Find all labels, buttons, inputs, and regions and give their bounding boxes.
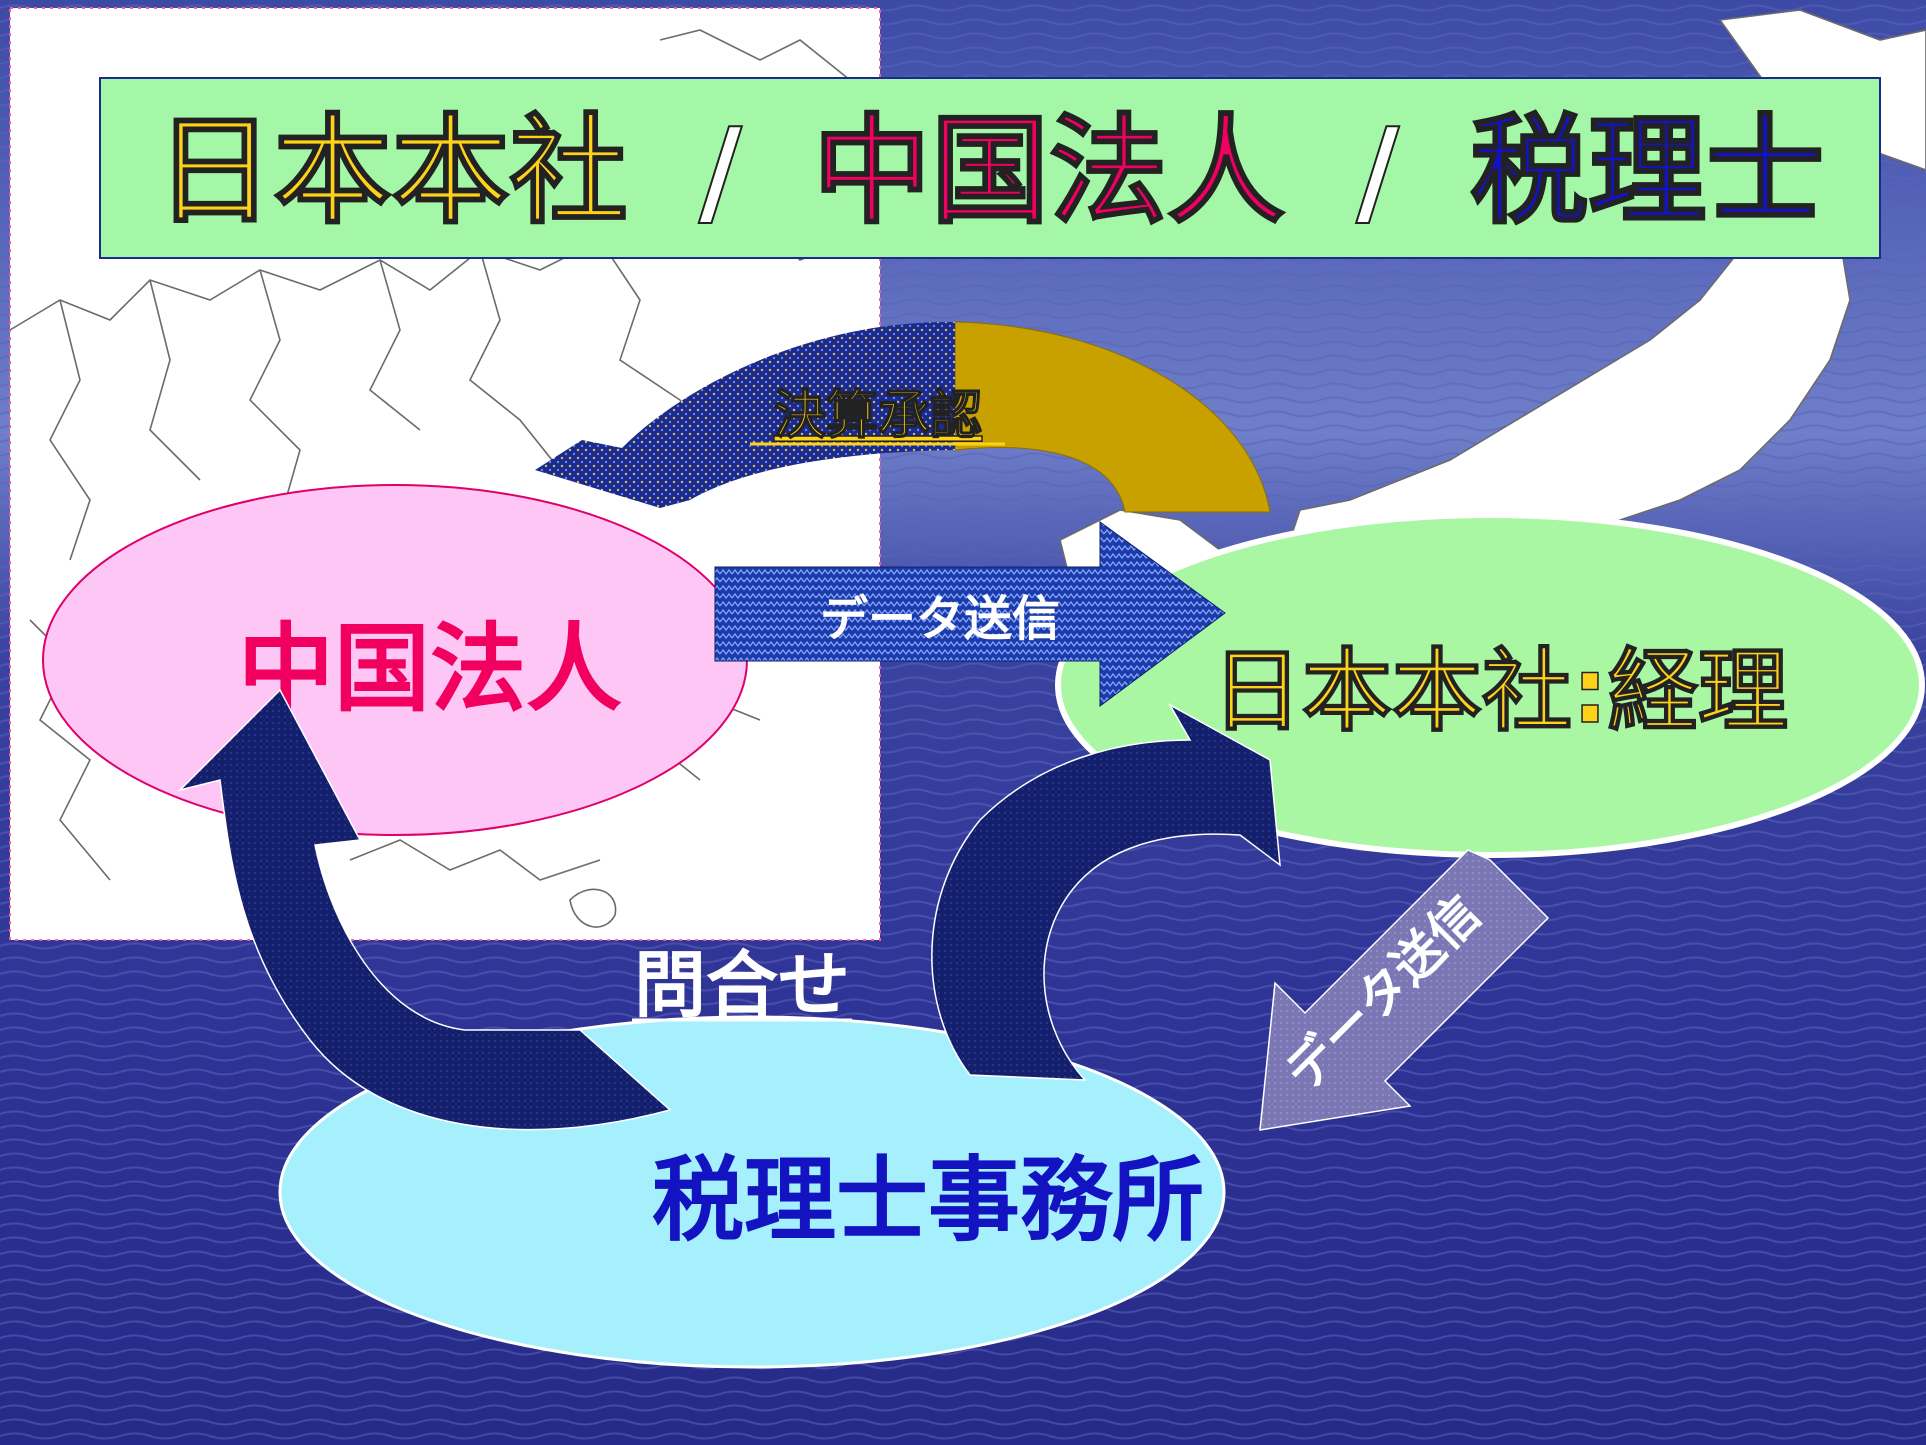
data-send-arrow xyxy=(714,521,1226,707)
node-label-tax-office: 税理士事務所 xyxy=(652,1147,1204,1254)
title-part-japan-hq: 日本本社 xyxy=(156,102,628,240)
node-japan-hq xyxy=(1055,512,1925,858)
title-separator-1: / xyxy=(699,102,743,240)
page-title: 日本本社 / 中国法人 / 税理士 xyxy=(156,102,1825,240)
title-part-china: 中国法人 xyxy=(813,102,1285,240)
edge-label-inquiry: 問合せ xyxy=(634,943,850,1027)
title-box xyxy=(99,77,1881,259)
title-separator-2: / xyxy=(1356,102,1400,240)
approval-arrow xyxy=(535,321,1271,513)
data-send-arrow-diagonal xyxy=(1259,849,1550,1131)
node-label-china-entity: 中国法人 xyxy=(238,613,622,725)
tax-to-hq-arrow xyxy=(931,703,1281,1081)
edge-label-data-send-horizontal: データ送信 xyxy=(820,591,1060,647)
node-label-japan-hq: 日本本社:経理 xyxy=(1212,639,1788,744)
title-part-tax: 税理士 xyxy=(1470,102,1824,240)
inquiry-arrow-left xyxy=(177,688,672,1131)
edge-label-approval: 決算承認 xyxy=(774,386,982,446)
